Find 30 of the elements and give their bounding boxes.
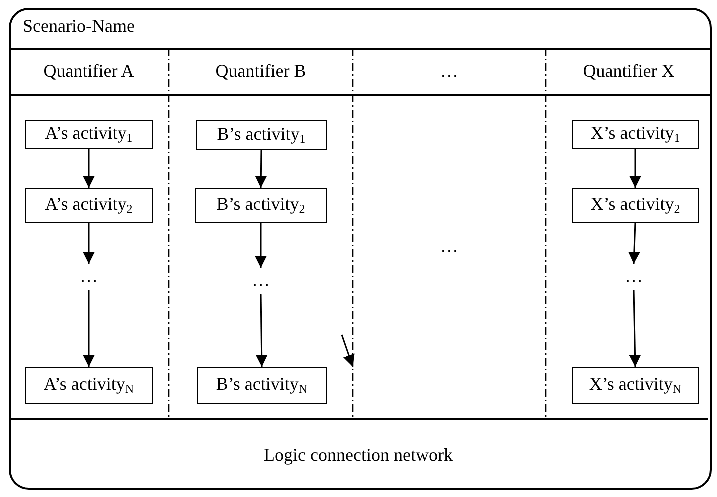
ellipsis: … (74, 264, 104, 288)
activity-box: B’s activity$_{1}$ (196, 120, 327, 150)
activity-box: A’s activity$_{1}$ (25, 120, 153, 149)
arrow (630, 149, 642, 188)
activity-box: X’s activity$_{N}$ (572, 367, 699, 404)
lane-header: Quantifier B (214, 60, 308, 82)
arrow (629, 290, 642, 368)
lane-header: … (440, 60, 460, 82)
arrow (628, 222, 640, 264)
lane-header: Quantifier A (42, 60, 136, 82)
lane-header: Quantifier X (582, 60, 676, 82)
activity-box: A’s activity$_{2}$ (25, 188, 153, 223)
activity-box: A’s activity$_{N}$ (25, 367, 153, 404)
arrow (83, 149, 95, 188)
activity-box: B’s activity$_{2}$ (195, 188, 327, 223)
arrow (256, 294, 268, 368)
arrow (255, 223, 267, 268)
ellipsis: … (246, 268, 276, 292)
arrow (83, 290, 95, 367)
scenario-title: Scenario-Name (23, 16, 135, 37)
arrow (83, 223, 95, 264)
activity-box: X’s activity$_{2}$ (572, 188, 699, 223)
scenario-frame (9, 8, 712, 490)
arrow (341, 334, 355, 368)
activity-box: B’s activity$_{N}$ (197, 367, 327, 404)
band-label: Logic connection network (264, 444, 453, 466)
ellipsis: … (440, 236, 460, 257)
ellipsis: … (619, 264, 649, 288)
activity-box: X’s activity$_{1}$ (572, 120, 699, 149)
arrow (255, 150, 268, 188)
